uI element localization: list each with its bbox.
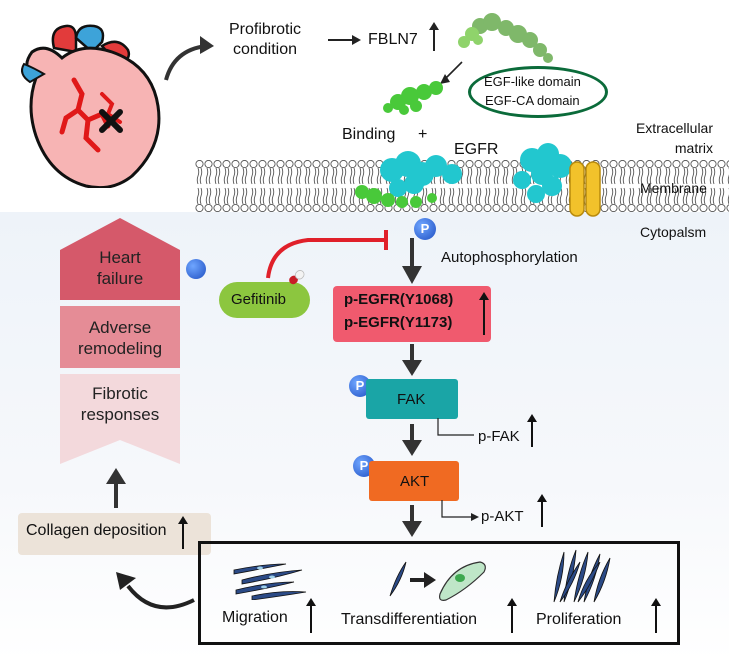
binding-label: Binding (342, 126, 396, 143)
connector-pakt (441, 500, 479, 521)
membrane-label: Membrane (640, 180, 707, 196)
egfr-receptor-icon (355, 143, 601, 217)
p-akt-label: p-AKT (481, 508, 524, 525)
right-arrow-icon (328, 35, 361, 45)
transdifferentiation-cells-icon (389, 561, 486, 601)
fak-label: FAK (397, 391, 426, 408)
cell-membrane (195, 160, 729, 212)
down-arrow-outcomes-icon (402, 505, 422, 537)
fbln7-protein-icon (383, 13, 553, 115)
phosphate-badge-egfr: P (414, 218, 436, 240)
outcome-chevron-stack (60, 218, 180, 464)
p-fak-label: p-FAK (478, 428, 520, 445)
fbln7-label: FBLN7 (368, 31, 418, 48)
up-arrow-pfak-icon (527, 414, 537, 447)
collagen-deposition-box (18, 513, 211, 555)
egf-ca-domain-label: EGF-CA domain (485, 93, 580, 108)
up-arrow-icon (429, 22, 439, 51)
curved-return-arrow-icon (116, 572, 195, 610)
up-arrow-proliferation-icon (651, 598, 661, 633)
plus-sign: + (418, 126, 428, 143)
proliferation-cells-icon (553, 549, 611, 603)
down-arrow-fak-icon (402, 344, 422, 376)
damaged-heart-icon (21, 24, 161, 188)
down-arrow-akt-icon (402, 424, 422, 456)
p-egfr-y1173-label: p-EGFR(Y1173) (344, 314, 453, 331)
up-arrow-pakt-icon (537, 494, 547, 527)
curved-arrow-icon (164, 36, 214, 81)
transdifferentiation-label: Transdifferentiation (341, 611, 478, 628)
cellular-outcomes-box (198, 541, 680, 645)
cytoplasm-label: Cytopalsm (640, 224, 707, 240)
up-arrow-collagen-inc-icon (178, 516, 188, 549)
proliferation-label: Proliferation (536, 611, 622, 628)
up-arrow-transdiff-icon (507, 598, 517, 633)
akt-box (369, 461, 459, 501)
down-arrow-autophos-icon (402, 238, 422, 284)
egfr-label: EGFR (454, 141, 499, 158)
migration-cells-icon (233, 563, 307, 600)
connector-pfak (437, 418, 474, 436)
up-arrow-migration-icon (306, 598, 316, 633)
egf-like-domain-label: EGF-like domain (484, 74, 581, 89)
gefitinib-pill (219, 282, 310, 318)
p-egfr-y1068-label: p-EGFR(Y1068) (344, 291, 454, 308)
p-egfr-box (333, 286, 491, 342)
collagen-deposition-label: Collagen deposition (26, 522, 167, 539)
up-arrow-collagen-icon (106, 468, 126, 508)
egf-domain-oval (468, 66, 608, 118)
autophosphorylation-label: Autophosphorylation (441, 249, 578, 266)
blue-dot-icon (186, 259, 206, 279)
inhibition-line (266, 230, 388, 279)
akt-label: AKT (400, 473, 430, 490)
phosphate-badge-fak: P (349, 375, 371, 397)
up-arrow-pegfr-icon (479, 292, 489, 335)
capsule-icon (289, 270, 305, 285)
gefitinib-label: Gefitinib (231, 291, 287, 308)
fak-box (366, 379, 458, 419)
migration-label: Migration (222, 609, 288, 626)
